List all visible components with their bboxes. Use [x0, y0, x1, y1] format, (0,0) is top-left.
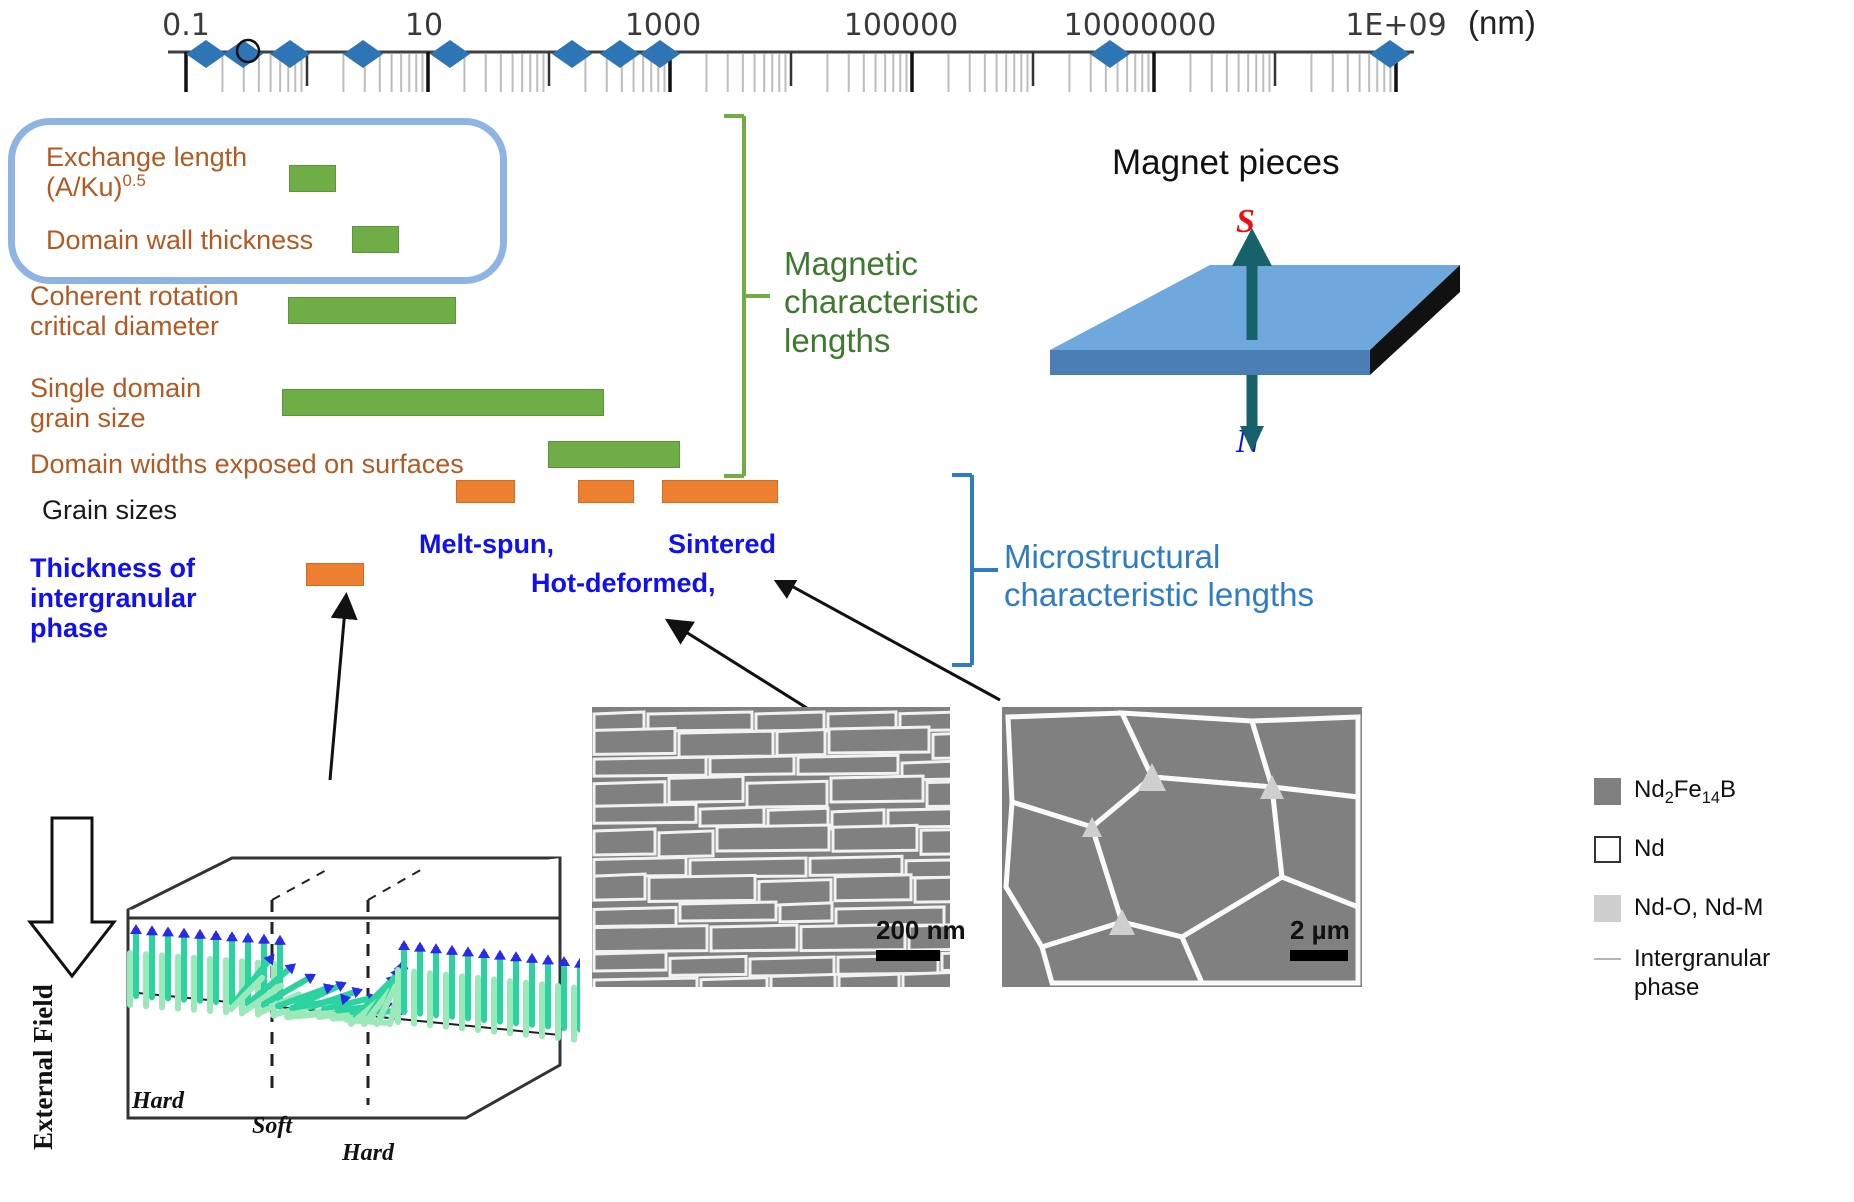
bar-exchange-length — [289, 165, 336, 192]
axis-marker-7 — [640, 40, 680, 68]
row-label-single-domain-grain-size: Single domain grain size — [30, 373, 202, 434]
row-label-domain-wall-thickness: Domain wall thickness — [46, 225, 314, 255]
scale-label-200nm: 200 nm — [876, 915, 966, 945]
axis-marker-6 — [600, 40, 640, 68]
legend-label-nd: Nd — [1634, 835, 1665, 862]
microstructural-bracket — [952, 473, 998, 667]
row-label-exchange-length: Exchange length (A/Ku)0.5 — [46, 142, 248, 203]
south-pole-label: S — [1236, 203, 1255, 240]
bar-coherent-rotation — [288, 297, 456, 324]
magnetic-bracket — [724, 114, 770, 478]
scale-bar-2um — [1290, 950, 1348, 961]
axis-tick-0: 0.1 — [162, 8, 210, 43]
process-label-hot-deformed: Hot-deformed, — [531, 568, 716, 598]
axis-tick-1: 10 — [404, 8, 444, 43]
row-label-intergranular-thickness: Thickness of intergranular phase — [30, 553, 197, 644]
row-label-domain-widths: Domain widths exposed on surfaces — [30, 449, 464, 479]
annotation-arrows — [328, 580, 1001, 781]
axis-tick-5: 1E+09 — [1345, 8, 1447, 43]
bar-grain-size-hot-deformed — [578, 480, 634, 503]
exchange-spring-sketch — [26, 816, 580, 1120]
microstructural-bracket-label: Microstructural characteristic lengths — [1004, 538, 1314, 614]
axis-tick-3: 100000 — [843, 8, 959, 43]
legend-swatch-nd-o-nd-m — [1594, 894, 1621, 922]
bar-grain-size-sintered — [662, 480, 778, 503]
bar-grain-size-melt-spun — [456, 480, 515, 503]
scale-axis: 0.1 10 1000 100000 10000000 1E+09 (nm) — [0, 0, 1854, 95]
legend-item-nd2fe14b: Nd2Fe14B — [1594, 776, 1736, 808]
axis-tick-4: 10000000 — [1063, 8, 1217, 43]
micrograph-hot-deformed — [592, 707, 950, 987]
axis-tick-2: 1000 — [624, 8, 702, 43]
scale-label-2um: 2 µm — [1290, 915, 1350, 945]
bar-domain-widths — [548, 441, 680, 468]
axis-marker-8 — [1090, 40, 1130, 68]
legend-swatch-intergranular-phase — [1594, 945, 1621, 972]
axis-marker-9 — [1370, 40, 1410, 68]
axis-marker-4 — [430, 40, 470, 68]
bar-intergranular-thickness — [306, 563, 364, 586]
axis-marker-3 — [343, 40, 383, 68]
magnetic-bracket-label: Magnetic characteristic lengths — [784, 245, 979, 359]
region-label-hard-left: Hard — [132, 1088, 185, 1114]
region-label-soft: Soft — [252, 1113, 293, 1139]
legend-label-nd-o-nd-m: Nd-O, Nd-M — [1634, 894, 1764, 921]
legend-label-nd2fe14b: Nd2Fe14B — [1634, 776, 1736, 807]
axis-marker-2 — [270, 40, 310, 68]
legend-swatch-nd — [1594, 835, 1621, 863]
bar-domain-wall-thickness — [352, 226, 399, 253]
scale-bar-200nm — [876, 950, 940, 961]
axis-marker-5 — [552, 40, 592, 68]
legend-swatch-nd2fe14b — [1594, 778, 1621, 806]
legend-label-intergranular-phase: Intergranular phase — [1634, 945, 1771, 1001]
bar-single-domain-grain-size — [282, 389, 604, 416]
magnet-illustration — [1050, 228, 1460, 452]
process-label-sintered: Sintered — [668, 529, 777, 559]
axis-marker-0 — [186, 40, 226, 68]
legend-item-nd: Nd — [1594, 835, 1665, 863]
magnet-pieces-title: Magnet pieces — [1112, 143, 1340, 182]
row-label-coherent-rotation: Coherent rotation critical diameter — [30, 281, 239, 342]
axis-graphic — [168, 38, 1414, 92]
highlight-box — [8, 118, 507, 284]
axis-unit-label: (nm) — [1468, 4, 1536, 41]
legend-item-intergranular-phase: Intergranular phase — [1594, 945, 1770, 1003]
legend-item-nd-o-nd-m: Nd-O, Nd-M — [1594, 894, 1763, 922]
process-label-melt-spun: Melt-spun, — [419, 529, 554, 559]
region-label-hard-right: Hard — [342, 1140, 395, 1166]
row-label-grain-sizes: Grain sizes — [42, 495, 178, 525]
